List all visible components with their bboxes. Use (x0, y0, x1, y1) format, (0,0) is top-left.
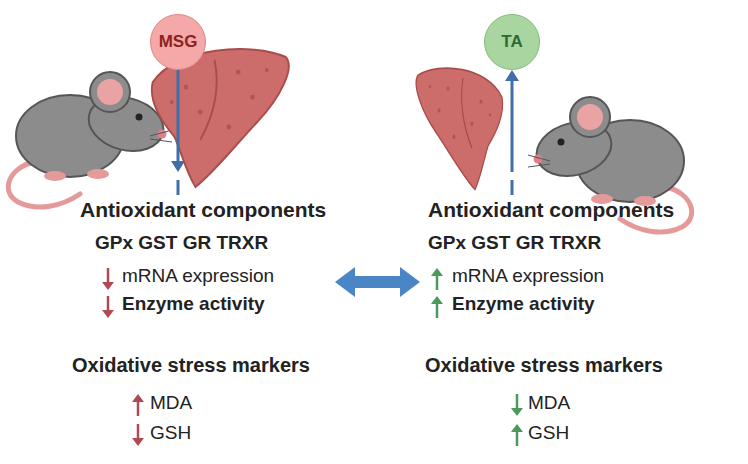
mouse-illustration (8, 72, 172, 207)
result-panel: Antioxidant componentsGPx GST GR TRXR mRN… (60, 195, 335, 450)
arrow-head (171, 161, 185, 172)
section-heading: Oxidative stress markers (72, 354, 310, 377)
treatment-label: TA (501, 32, 522, 52)
treatment-label: MSG (159, 32, 198, 52)
connector-arrow (335, 267, 420, 297)
enzyme-list: GPx GST GR TRXR (95, 232, 268, 254)
connector-dash (177, 180, 180, 195)
effect-label: mRNA expression (122, 265, 274, 287)
connector-dash (511, 180, 514, 195)
marker-label: MDA (528, 392, 570, 414)
liver-illustration (416, 68, 502, 189)
marker-label: MDA (150, 392, 192, 414)
liver-illustration (152, 49, 289, 187)
double-arrow (335, 267, 420, 297)
connector-line (511, 78, 514, 172)
treatment-circle: MSG (150, 14, 206, 70)
arrow-head (505, 70, 519, 81)
section-heading: Oxidative stress markers (425, 354, 663, 377)
decrease-arrow (511, 394, 523, 416)
marker-label: GSH (150, 422, 191, 444)
effect-label: Enzyme activity (122, 293, 265, 315)
enzyme-list: GPx GST GR TRXR (428, 232, 601, 254)
connector-arrow (505, 70, 519, 195)
section-heading: Antioxidant components (428, 198, 674, 222)
connector-arrow (171, 70, 185, 195)
result-panel: Antioxidant componentsGPx GST GR TRXR mRN… (420, 195, 710, 450)
section-heading: Antioxidant components (80, 198, 326, 222)
increase-arrow (132, 394, 144, 416)
effect-label: Enzyme activity (452, 293, 595, 315)
marker-label: GSH (528, 422, 569, 444)
effect-label: mRNA expression (452, 265, 604, 287)
connector-line (177, 70, 180, 164)
treatment-circle: TA (484, 14, 540, 70)
